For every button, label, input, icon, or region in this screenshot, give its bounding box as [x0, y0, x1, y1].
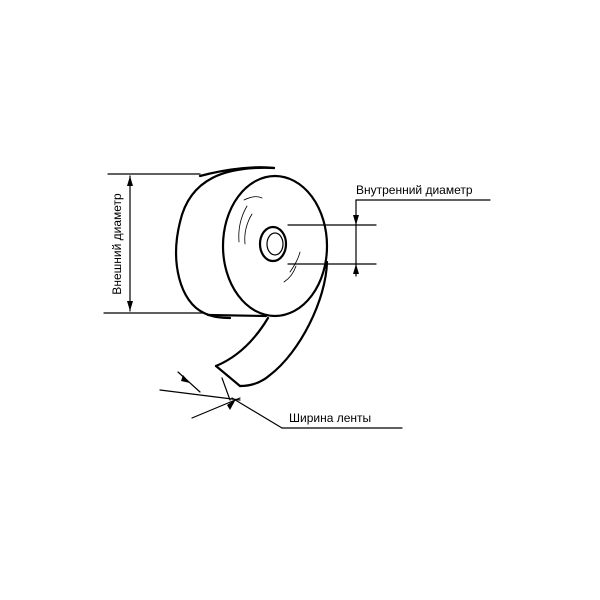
- roll-top-edge: [198, 166, 276, 178]
- roll-outer-back-edge: [175, 166, 276, 320]
- inner-diameter-label: Внутренний диаметр: [356, 183, 473, 197]
- roll-sheen-mark: [243, 196, 263, 201]
- tape-width-leader-diag: [231, 397, 283, 429]
- outer-diameter-label: Внешний диаметр: [110, 193, 124, 295]
- roll-sheen-mark: [289, 251, 301, 273]
- tape-width-arrow-left: [181, 375, 190, 383]
- tape-width-lower-line: [191, 397, 241, 419]
- roll-sheen-mark: [238, 205, 248, 243]
- tape-width-arrow-right: [227, 399, 236, 410]
- outer-diameter-arrow-bottom: [127, 301, 133, 311]
- roll-front-face: [221, 174, 329, 318]
- roll-core-outer: [258, 225, 288, 263]
- roll-sheen-mark: [283, 265, 297, 283]
- roll-bottom-edge: [206, 313, 268, 318]
- tape-strip-outer-edge: [238, 260, 329, 388]
- tape-strip-end: [214, 364, 242, 388]
- roll-sheen-mark: [244, 213, 253, 245]
- tape-width-label: Ширина ленты: [289, 411, 371, 425]
- outer-diameter-arrow-top: [127, 176, 133, 186]
- tape-width-dim-line: [159, 389, 241, 401]
- inner-diameter-arrow-top: [353, 215, 359, 225]
- tape-width-ext-right: [221, 377, 231, 401]
- inner-diameter-arrow-bottom: [353, 264, 359, 274]
- tape-strip-inner-edge: [214, 316, 270, 368]
- roll-core-inner: [266, 232, 284, 256]
